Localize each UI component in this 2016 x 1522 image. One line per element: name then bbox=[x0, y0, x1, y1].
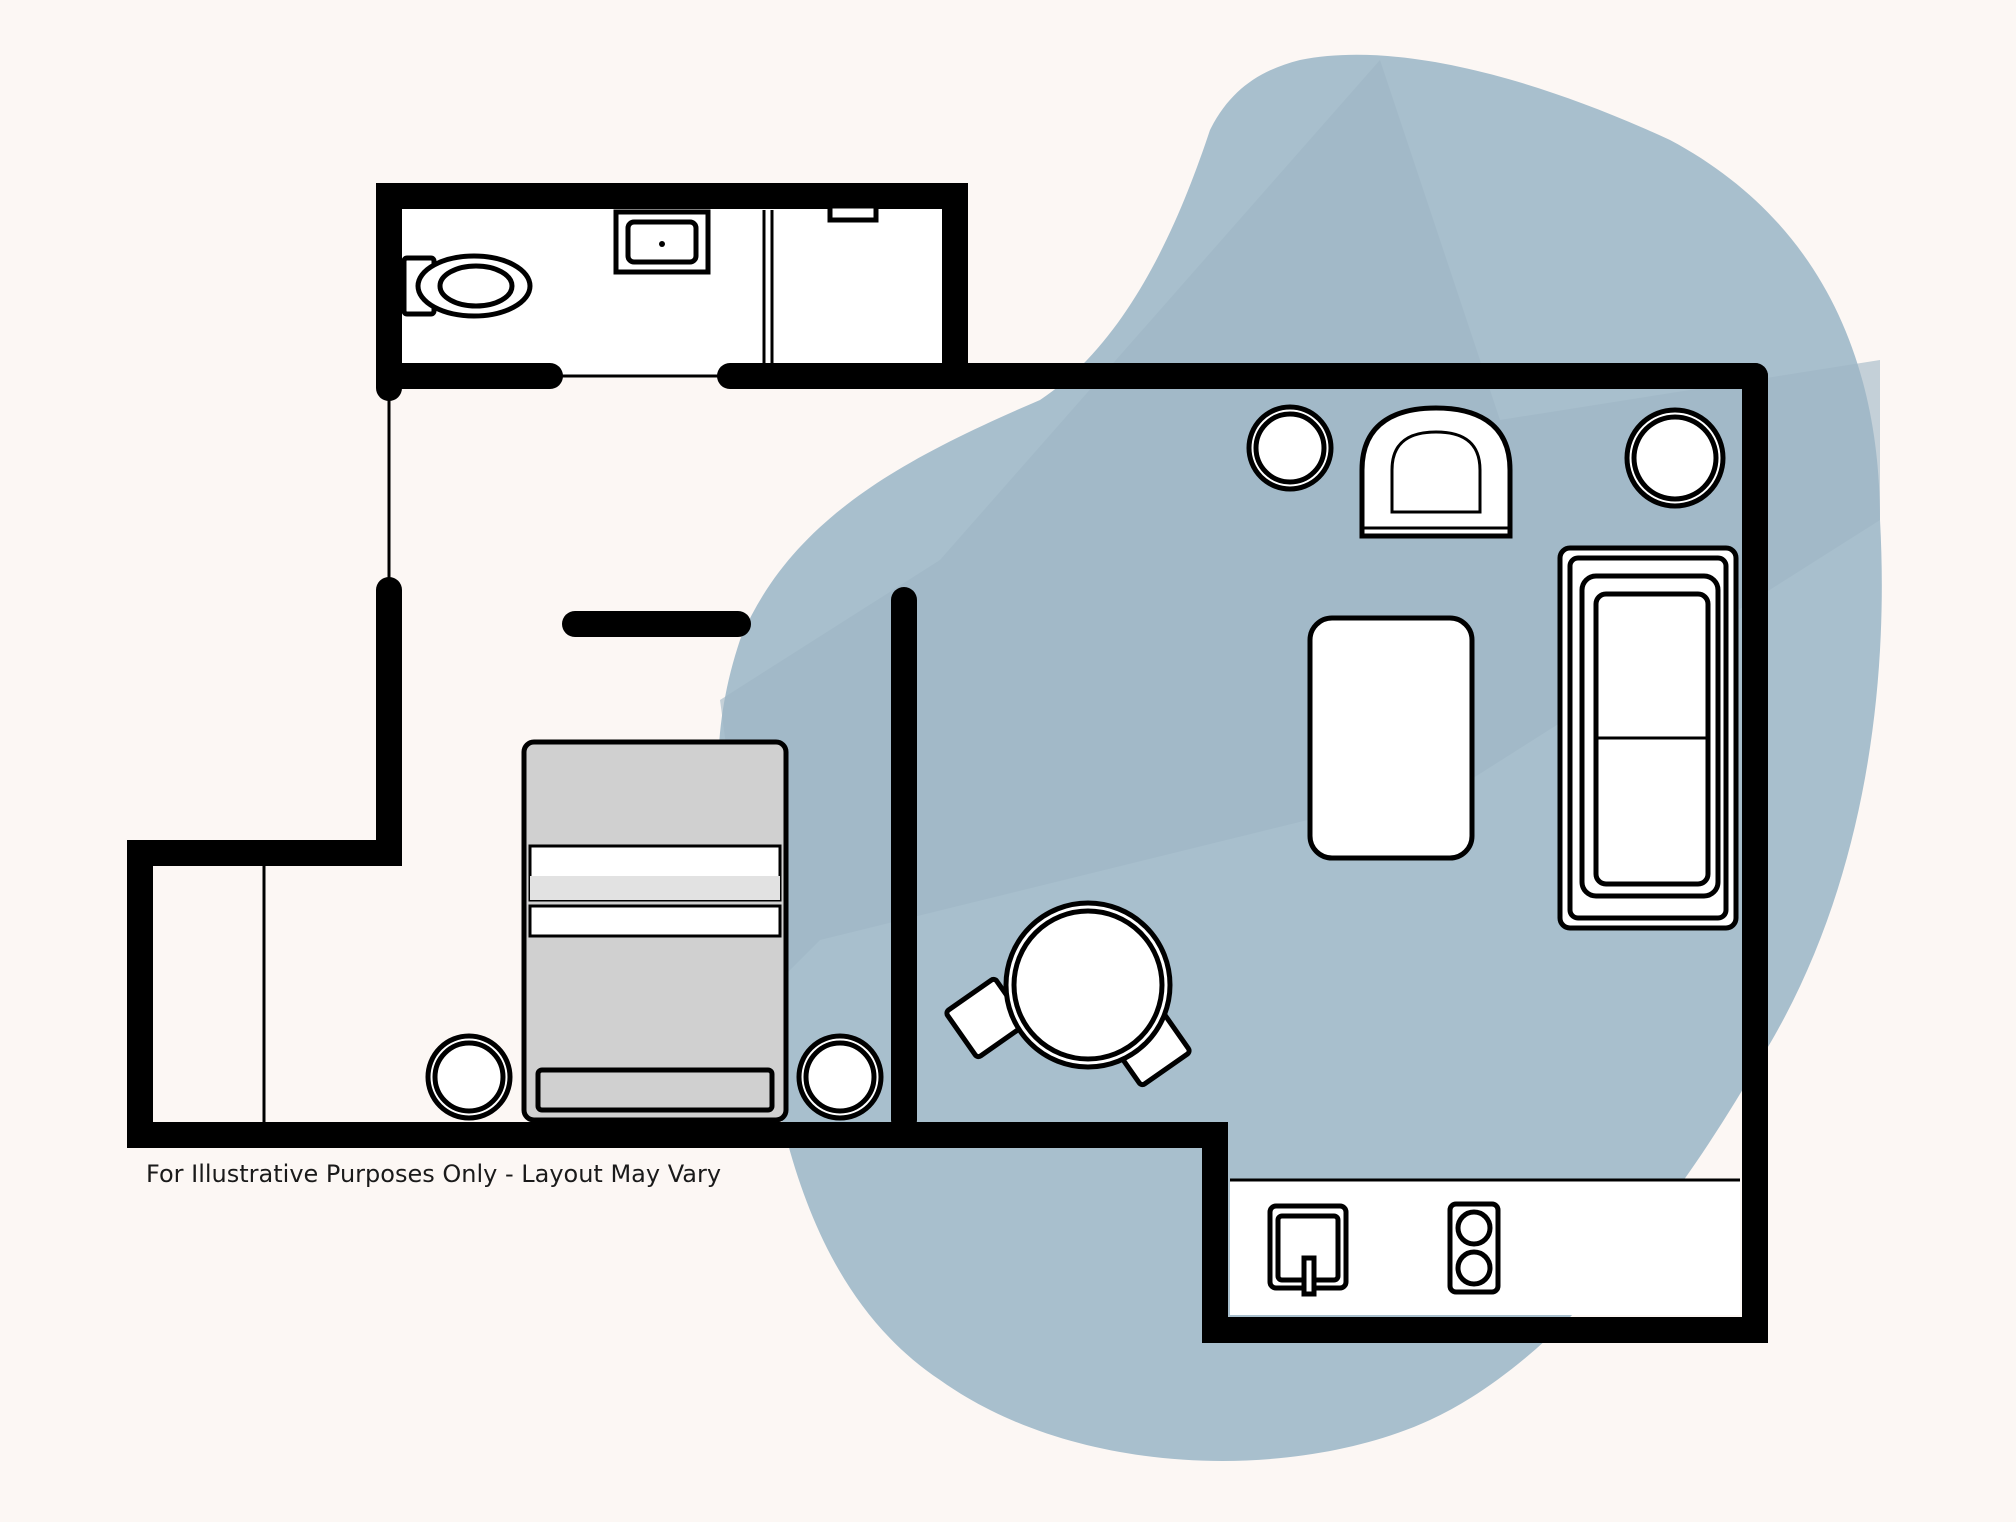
side-table-icon bbox=[1624, 407, 1726, 509]
coffee-table-icon bbox=[1307, 615, 1475, 861]
armchair-icon bbox=[1359, 405, 1513, 539]
bathroom-sink-icon bbox=[613, 209, 711, 275]
bed-icon bbox=[521, 739, 789, 1123]
kitchen-sink-icon bbox=[1267, 1203, 1349, 1297]
thin-lines bbox=[262, 374, 730, 1122]
background-blob-facet bbox=[720, 60, 1880, 1000]
dining-table-icon bbox=[1003, 900, 1173, 1070]
nightstand-icon bbox=[425, 1033, 513, 1121]
side-table-icon bbox=[1246, 404, 1334, 492]
disclaimer-caption: For Illustrative Purposes Only - Layout … bbox=[146, 1160, 722, 1188]
shower-icon bbox=[762, 203, 879, 364]
toilet-icon bbox=[401, 253, 533, 319]
walls bbox=[127, 183, 1768, 1343]
cooktop-icon bbox=[1447, 1201, 1501, 1295]
nightstand-icon bbox=[796, 1033, 884, 1121]
sofa-icon bbox=[1557, 545, 1739, 931]
